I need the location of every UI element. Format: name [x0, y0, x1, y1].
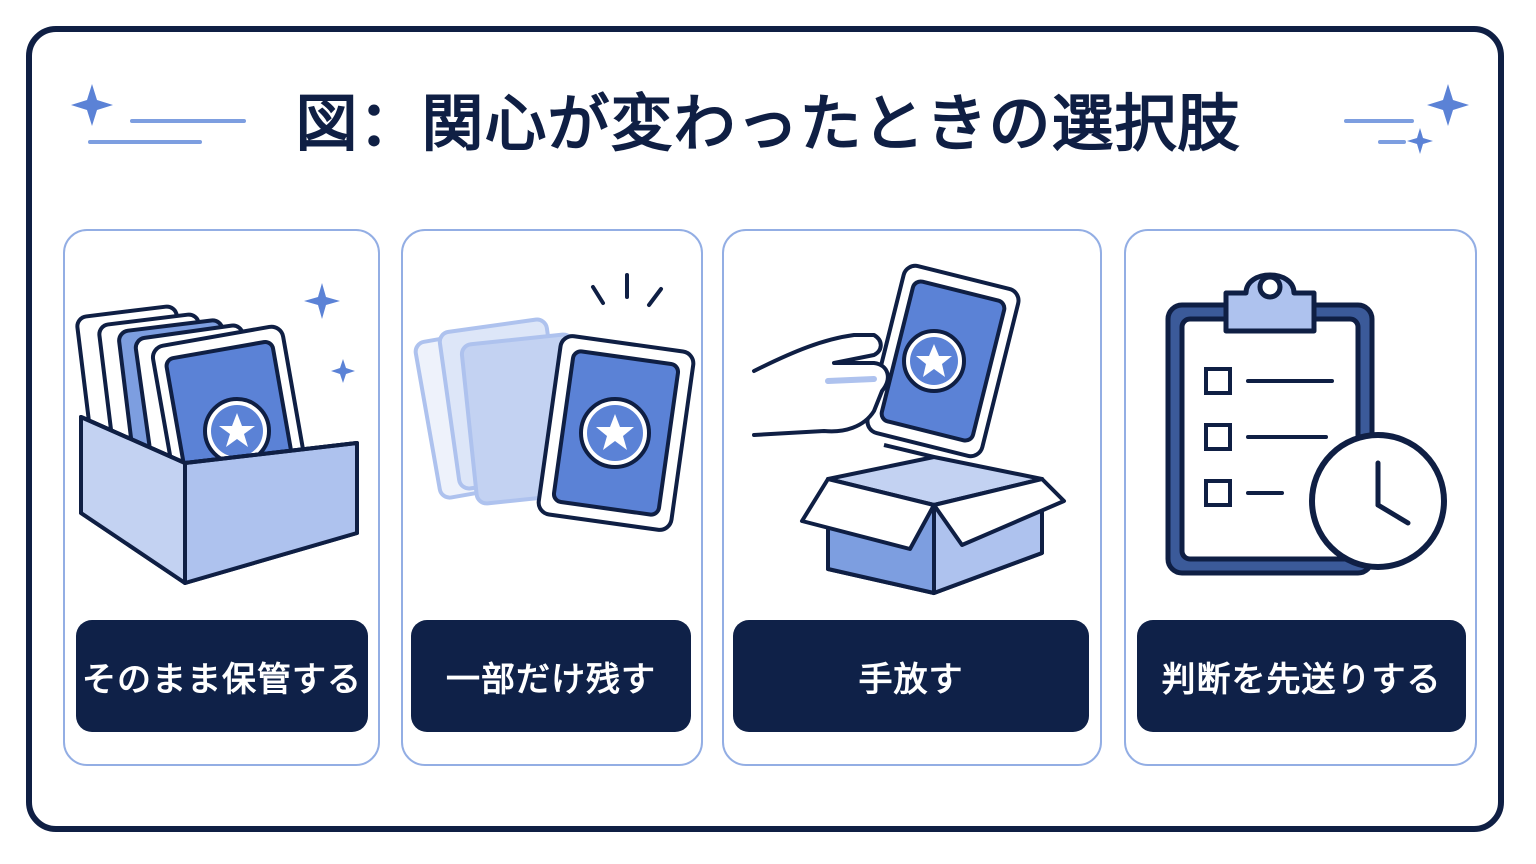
option-label-keep-some: 一部だけ残す — [411, 620, 691, 732]
option-label-postpone: 判断を先送りする — [1137, 620, 1466, 732]
clipboard-clock-icon — [1165, 272, 1447, 576]
option-label-keep: そのまま保管する — [76, 620, 368, 732]
option-label-let-go: 手放す — [733, 620, 1089, 732]
option-card-let-go: 手放す — [722, 229, 1102, 766]
card-box-icon — [75, 283, 359, 585]
option-card-keep: そのまま保管する — [63, 229, 380, 766]
sparkle-left-icon — [71, 84, 246, 144]
sparkle-right-icon — [1344, 84, 1469, 154]
option-card-keep-some: 一部だけ残す — [401, 229, 703, 766]
option-card-postpone: 判断を先送りする — [1124, 229, 1477, 766]
hand-dropping-card-icon — [752, 263, 1066, 595]
selected-card-icon — [413, 273, 696, 532]
page-title: 図：関心が変わったときの選択肢 — [295, 87, 1241, 160]
